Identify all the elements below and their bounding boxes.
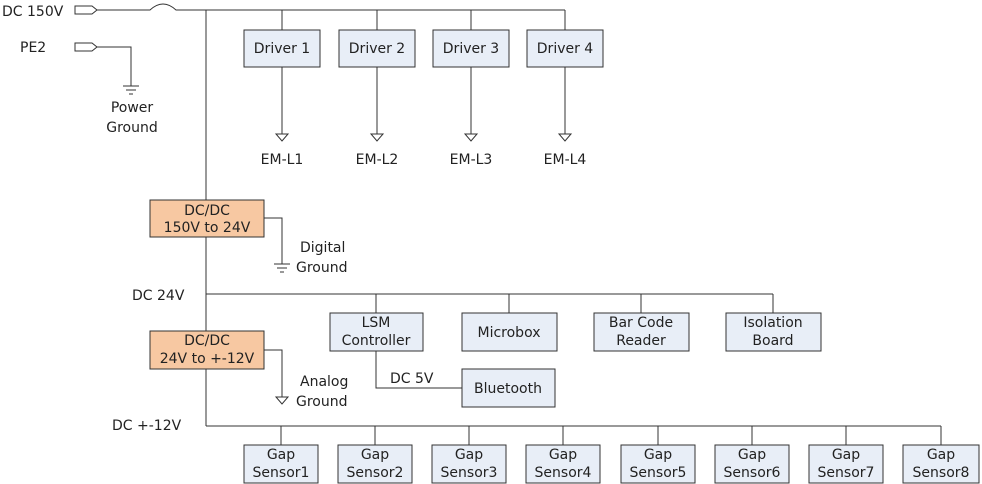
gap-sensor-8: Gap Sensor8 bbox=[902, 426, 980, 484]
digital-ground-label-2: Ground bbox=[296, 260, 348, 276]
gap-sensor-2-label-1: Gap bbox=[361, 447, 389, 463]
pe2-wire bbox=[97, 46, 132, 86]
device-isolation-board: Isolation Board bbox=[725, 294, 822, 352]
load-em-l3: EM-L3 bbox=[450, 152, 493, 168]
power-ground-label-1: Power bbox=[111, 100, 154, 116]
bus-24v-label: DC 24V bbox=[132, 288, 185, 304]
gap-sensor-5: Gap Sensor5 bbox=[620, 426, 696, 484]
gap-sensor-2: Gap Sensor2 bbox=[337, 426, 413, 484]
dcdc-150-24-box bbox=[149, 199, 265, 238]
gap-sensor-8-label-2: Sensor8 bbox=[913, 465, 970, 481]
power-ground-label-2: Ground bbox=[106, 120, 158, 136]
em-l3-ground-icon bbox=[463, 133, 479, 142]
analog-ground-wire bbox=[264, 349, 283, 397]
load-em-l1: EM-L1 bbox=[261, 152, 304, 168]
bar-code-reader-label-2: Reader bbox=[616, 333, 666, 349]
gap-sensor-3: Gap Sensor3 bbox=[431, 426, 507, 484]
pe2-input-label: PE2 bbox=[20, 40, 46, 56]
dcdc-150-24-label-1: DC/DC bbox=[184, 203, 230, 219]
gap-sensor-1-label-1: Gap bbox=[267, 447, 295, 463]
gap-sensor-7-label-2: Sensor7 bbox=[818, 465, 875, 481]
gap-sensor-1: Gap Sensor1 bbox=[243, 426, 319, 484]
dc150-connector bbox=[74, 5, 98, 15]
driver-1-box bbox=[243, 29, 321, 68]
digital-ground-icon bbox=[274, 263, 290, 273]
gap-sensor-7-label-1: Gap bbox=[832, 447, 860, 463]
dcdc-24-12-label-2: 24V to +-12V bbox=[160, 351, 255, 367]
gap-sensor-3-label-2: Sensor3 bbox=[441, 465, 498, 481]
microbox-label: Microbox bbox=[478, 325, 541, 341]
em-l4-ground-icon bbox=[557, 133, 573, 142]
gap-sensor-7: Gap Sensor7 bbox=[808, 426, 884, 484]
bluetooth-label: Bluetooth bbox=[474, 381, 542, 397]
em-l2-ground-icon bbox=[369, 133, 385, 142]
driver-2-box bbox=[338, 29, 416, 68]
device-microbox: Microbox bbox=[461, 294, 558, 352]
load-em-l4: EM-L4 bbox=[544, 152, 587, 168]
main-150v-wire bbox=[97, 3, 565, 11]
lsm-controller-label-1: LSM bbox=[362, 315, 391, 331]
driver-3-label: Driver 3 bbox=[443, 41, 499, 57]
gap-sensor-4-label-2: Sensor4 bbox=[535, 465, 592, 481]
dc150-input-label: DC 150V bbox=[2, 4, 64, 20]
load-em-l2: EM-L2 bbox=[356, 152, 399, 168]
driver-2-label: Driver 2 bbox=[349, 41, 405, 57]
digital-ground-wire bbox=[264, 217, 283, 264]
device-bar-code-reader: Bar Code Reader bbox=[593, 294, 690, 352]
gap-sensor-2-label-2: Sensor2 bbox=[347, 465, 404, 481]
bluetooth-box bbox=[461, 368, 556, 408]
analog-ground-icon bbox=[274, 396, 290, 405]
power-ground-icon bbox=[123, 85, 139, 95]
gap-sensor-1-label-2: Sensor1 bbox=[253, 465, 310, 481]
gap-sensor-8-label-1: Gap bbox=[927, 447, 955, 463]
gap-sensor-4: Gap Sensor4 bbox=[525, 426, 601, 484]
pe2-connector bbox=[74, 42, 98, 52]
driver-4-label: Driver 4 bbox=[537, 41, 594, 57]
gap-sensor-5-label-1: Gap bbox=[644, 447, 672, 463]
digital-ground-label-1: Digital bbox=[300, 240, 345, 256]
driver-branch-3: Driver 3 EM-L3 bbox=[432, 10, 510, 168]
dcdc-150-24-label-2: 150V to 24V bbox=[164, 220, 251, 236]
bar-code-reader-label-1: Bar Code bbox=[609, 315, 673, 331]
driver-4-box bbox=[526, 29, 604, 68]
driver-1-label: Driver 1 bbox=[254, 41, 310, 57]
dc5v-wire bbox=[375, 351, 462, 389]
gap-sensor-3-label-1: Gap bbox=[455, 447, 483, 463]
analog-ground-label-1: Analog bbox=[300, 374, 348, 390]
dcdc-24-12-label-1: DC/DC bbox=[184, 333, 230, 349]
gap-sensor-6: Gap Sensor6 bbox=[714, 426, 790, 484]
gap-sensor-4-label-1: Gap bbox=[549, 447, 577, 463]
driver-branch-1: Driver 1 EM-L1 bbox=[243, 10, 321, 168]
gap-sensor-6-label-2: Sensor6 bbox=[724, 465, 781, 481]
bus-12v-label: DC +-12V bbox=[112, 418, 182, 434]
gap-sensor-6-label-1: Gap bbox=[738, 447, 766, 463]
dc5v-label: DC 5V bbox=[390, 371, 434, 387]
gap-sensor-5-label-2: Sensor5 bbox=[630, 465, 687, 481]
device-lsm-controller: LSM Controller bbox=[329, 294, 424, 352]
isolation-board-label-1: Isolation bbox=[743, 315, 802, 331]
em-l1-ground-icon bbox=[274, 133, 290, 142]
lsm-controller-label-2: Controller bbox=[342, 333, 411, 349]
driver-branch-2: Driver 2 EM-L2 bbox=[338, 10, 416, 168]
analog-ground-label-2: Ground bbox=[296, 394, 348, 410]
driver-branch-4: Driver 4 EM-L4 bbox=[526, 10, 604, 168]
isolation-board-label-2: Board bbox=[752, 333, 793, 349]
